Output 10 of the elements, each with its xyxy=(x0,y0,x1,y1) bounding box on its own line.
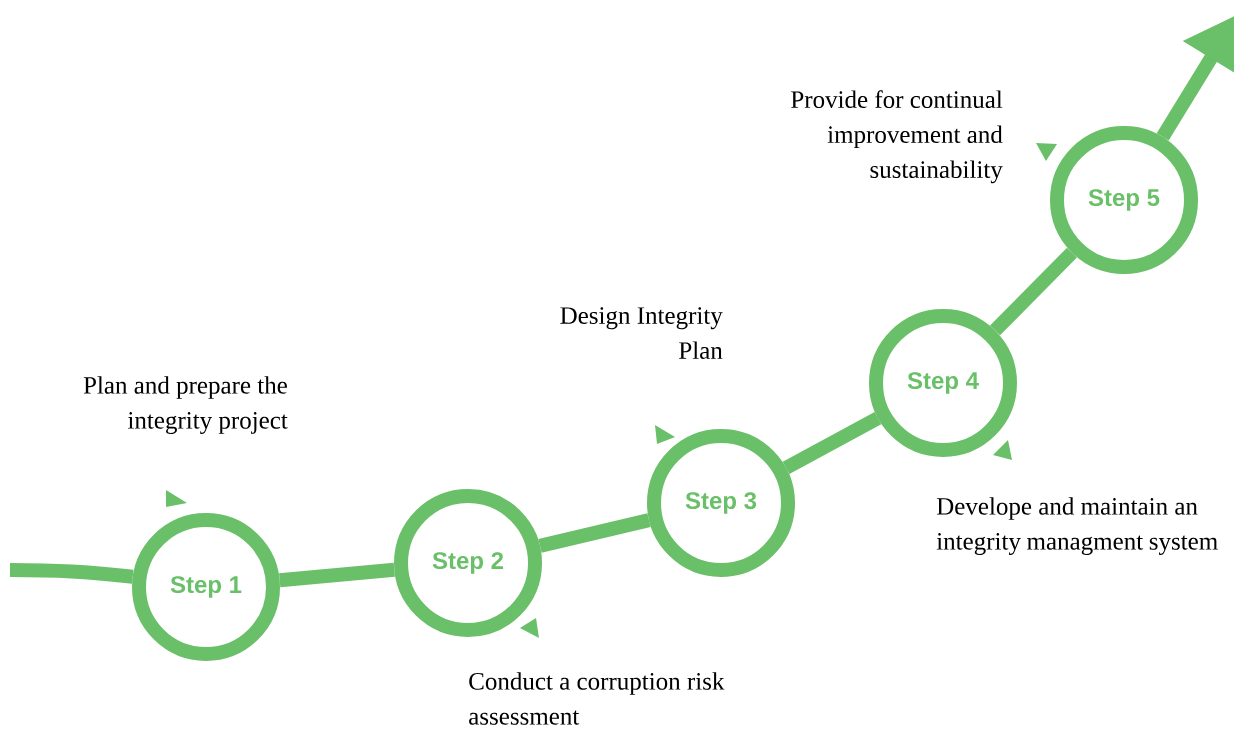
step-description: Develope and maintain an integrity managment system xyxy=(936,497,1218,555)
path-line xyxy=(10,563,134,584)
path-line xyxy=(990,247,1077,336)
path-line xyxy=(782,412,882,474)
step-description: Design Integrity Plan xyxy=(560,307,723,359)
step-description: Conduct a corruption risk assessment xyxy=(469,672,725,725)
step-description: Provide for continual improvement and sustainability xyxy=(791,90,1003,184)
step-description: Plan and prepare the integrity project xyxy=(83,376,288,434)
path-line xyxy=(279,562,395,588)
path-line xyxy=(538,513,651,553)
